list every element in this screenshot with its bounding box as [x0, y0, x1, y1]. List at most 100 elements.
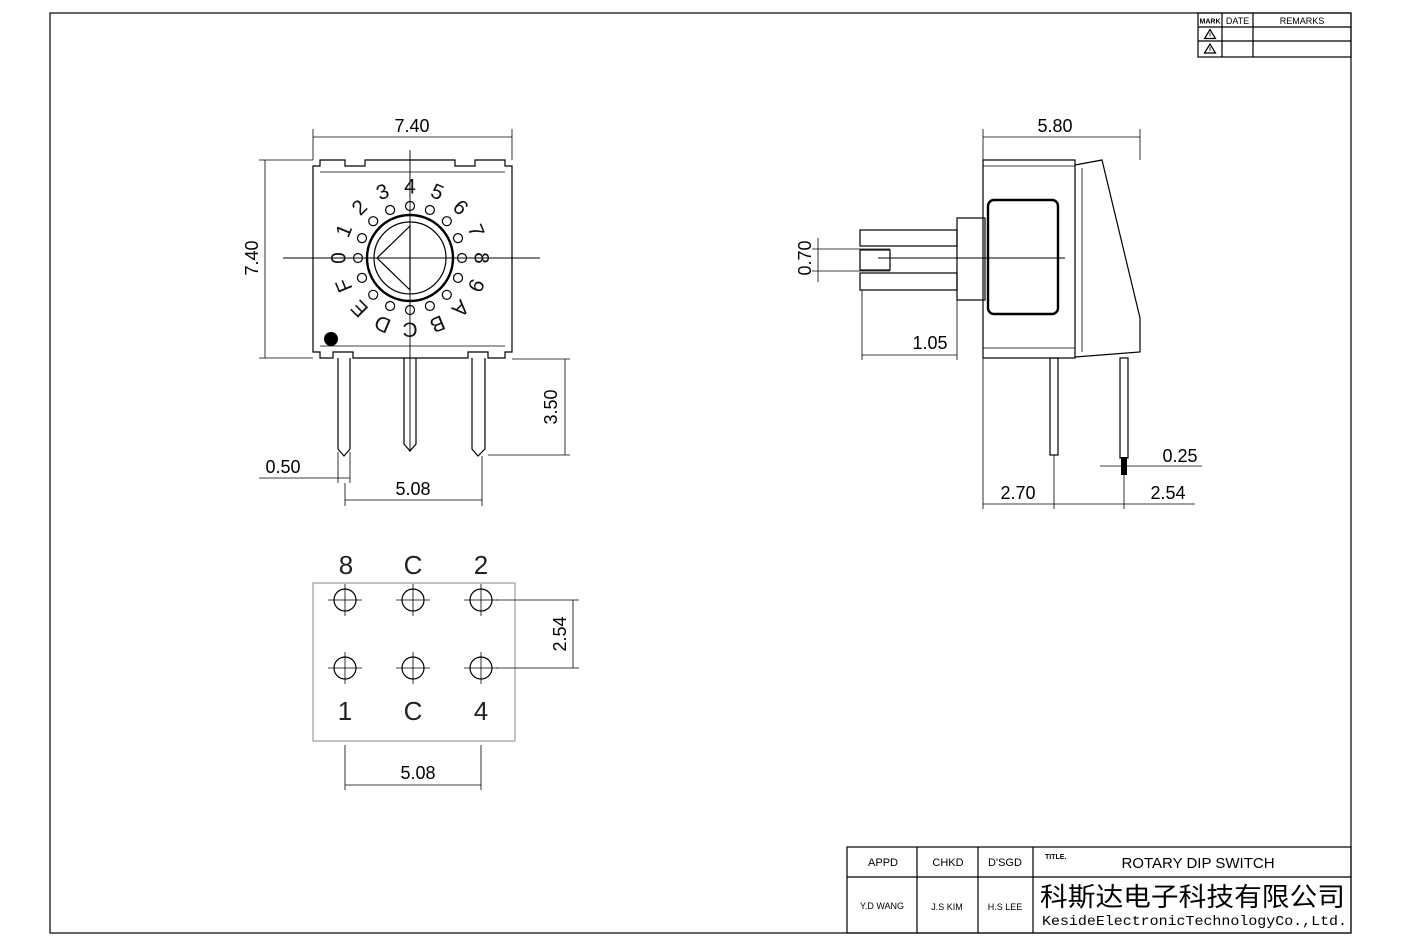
company-name-english: KesideElectronicTechnologyCo.,Ltd. [1042, 914, 1347, 930]
pcb-layout: 8 C 2 1 C 4 2.54 5.08 [312, 550, 579, 790]
dial-digit: 7 [463, 221, 489, 241]
pcb-hole [396, 584, 430, 616]
dial-digit: 3 [373, 180, 393, 206]
lead-offset-dimension: 2.70 [1000, 483, 1035, 503]
dial-digit: B [426, 310, 448, 337]
dial-digit: 2 [348, 196, 373, 221]
dial-digit: 8 [470, 252, 493, 264]
dsgd-name: H.S LEE [988, 902, 1023, 912]
side-knob-outline [1074, 159, 1141, 358]
dial-detent [356, 233, 368, 244]
revision-triangle-shape [1203, 42, 1217, 54]
dial-detent [452, 272, 464, 283]
side-depth-dimension: 5.80 [1037, 116, 1072, 136]
right-pin [471, 358, 486, 457]
pin-width-dimension: 0.50 [265, 457, 300, 477]
title-block-frame [846, 846, 1352, 934]
side-center-tab [859, 249, 891, 271]
pcb-pin-label: 2 [474, 550, 488, 580]
dial-detent [385, 204, 396, 216]
pcb-pin-label: C [404, 550, 423, 580]
revision-triangle-icon [1203, 42, 1217, 54]
lead-thickness-dimension: 0.25 [1162, 446, 1197, 466]
pcb-hole [328, 652, 362, 684]
dial-digit: 5 [427, 180, 447, 206]
dial-detent [352, 252, 364, 264]
lead-pitch-dimension: 2.54 [1150, 483, 1185, 503]
drawing-border [49, 12, 1352, 934]
pin-offset-dimension: 1.05 [912, 333, 947, 353]
pin-length-dimension: 3.50 [541, 389, 561, 424]
dial-detent [424, 204, 435, 216]
dial-digit: 9 [463, 275, 489, 295]
side-right-lead [1119, 357, 1129, 459]
dial-digit: F [331, 275, 357, 296]
dial-digit: 4 [404, 176, 416, 199]
dial-detent [452, 233, 464, 244]
dial-outer-ring [365, 213, 455, 303]
dial-detent [368, 216, 379, 227]
pin-thickness-dimension: 0.70 [795, 240, 815, 275]
dial-pointer-arrow [376, 224, 411, 292]
pcb-footprint-outline [312, 582, 516, 742]
revision-triangle-shape [1203, 28, 1217, 40]
front-height-dimension: 7.40 [242, 240, 262, 275]
side-rear-block [956, 217, 986, 301]
dial-detent [424, 300, 435, 312]
appd-header: APPD [868, 857, 898, 869]
dial-detent [385, 300, 396, 312]
company-name-chinese: 科斯达电子科技有限公司 [1040, 883, 1345, 913]
revision-block: MARK DATE REMARKS [1197, 12, 1352, 58]
revision-mark-header: MARK [1200, 19, 1221, 26]
side-bottom-pin [859, 272, 958, 291]
drawing-title: ROTARY DIP SWITCH [1121, 855, 1274, 872]
dial-digit: 6 [448, 196, 473, 221]
title-header: TITLE. [1045, 854, 1066, 861]
pcb-hole [464, 584, 498, 616]
dial-detent-ring [352, 200, 468, 316]
dial-detent [441, 216, 452, 227]
revision-block-frame [1197, 12, 1352, 58]
pcb-pin-label: 8 [339, 550, 353, 580]
side-body-outline [982, 159, 1076, 359]
pcb-pin-label: C [404, 696, 423, 726]
dial-detent [404, 304, 416, 316]
dial-detent [441, 289, 452, 300]
dial-detent [356, 272, 368, 283]
pin-one-marker-dot [324, 332, 338, 346]
title-block: APPD CHKD D'SGD TITLE. ROTARY DIP SWITCH… [846, 846, 1352, 934]
appd-name: Y.D WANG [860, 901, 904, 911]
side-view: 5.80 0.70 1.05 0.25 2.70 2.54 [795, 116, 1202, 509]
pcb-pin-label: 1 [338, 696, 352, 726]
revision-remarks-header: REMARKS [1280, 16, 1325, 26]
chkd-header: CHKD [932, 857, 963, 869]
chkd-name: J.S KIM [931, 902, 963, 912]
switch-body-outline [312, 159, 513, 359]
pcb-hole [396, 652, 430, 684]
revision-date-header: DATE [1226, 16, 1249, 26]
pcb-row-pitch-dimension: 2.54 [550, 616, 570, 651]
pcb-hole [464, 652, 498, 684]
revision-triangle-icon [1203, 28, 1217, 40]
pcb-hole [328, 584, 362, 616]
dial-digit: 1 [332, 221, 358, 241]
dial-digit: 0 [328, 252, 351, 264]
dial-digit: C [402, 318, 417, 341]
pcb-pin-label: 4 [474, 696, 488, 726]
pcb-column-pitch-dimension: 5.08 [400, 763, 435, 783]
front-width-dimension: 7.40 [394, 116, 429, 136]
dial-digit: A [447, 295, 473, 321]
dial-detent [404, 200, 416, 212]
dial-detent [456, 252, 468, 264]
left-pin [337, 358, 351, 457]
side-left-lead [1049, 357, 1059, 456]
dial-rotor [373, 221, 447, 295]
center-pin [403, 358, 417, 452]
dial-detent [368, 289, 379, 300]
dial-digit: E [347, 295, 373, 321]
side-window [986, 198, 1060, 316]
dial-digit: D [371, 310, 394, 337]
pin-pitch-dimension: 5.08 [395, 479, 430, 499]
